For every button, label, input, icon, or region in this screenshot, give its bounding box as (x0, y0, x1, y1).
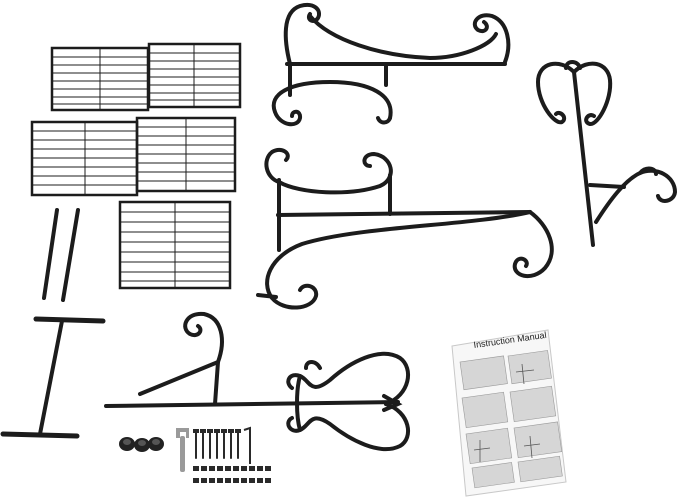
mesh-shelf-panels (30, 42, 242, 290)
scroll-bracket-right (535, 60, 678, 247)
hex-key (243, 426, 251, 464)
hardware-kit (119, 426, 271, 483)
mesh-panel-4 (135, 116, 237, 193)
mesh-panel-5 (118, 200, 232, 290)
foot-caps (119, 437, 164, 452)
t-base-stand (0, 316, 106, 439)
mesh-panel-3 (30, 120, 139, 197)
long-bolts (195, 431, 239, 459)
rod-2 (61, 208, 80, 302)
mesh-panel-2 (147, 42, 242, 109)
scroll-bracket-top (271, 3, 511, 127)
small-screws (193, 466, 271, 483)
rod-1 (42, 208, 59, 300)
manual-diagram-lines (473, 363, 541, 462)
straight-rods (42, 208, 80, 302)
instruction-manual: Instruction Manual (451, 329, 567, 497)
manual-diagrams (459, 350, 563, 489)
scroll-bracket-bottom (104, 311, 410, 452)
scroll-bracket-middle (256, 147, 554, 310)
bolt-heads (193, 429, 241, 433)
wrench (176, 428, 189, 472)
